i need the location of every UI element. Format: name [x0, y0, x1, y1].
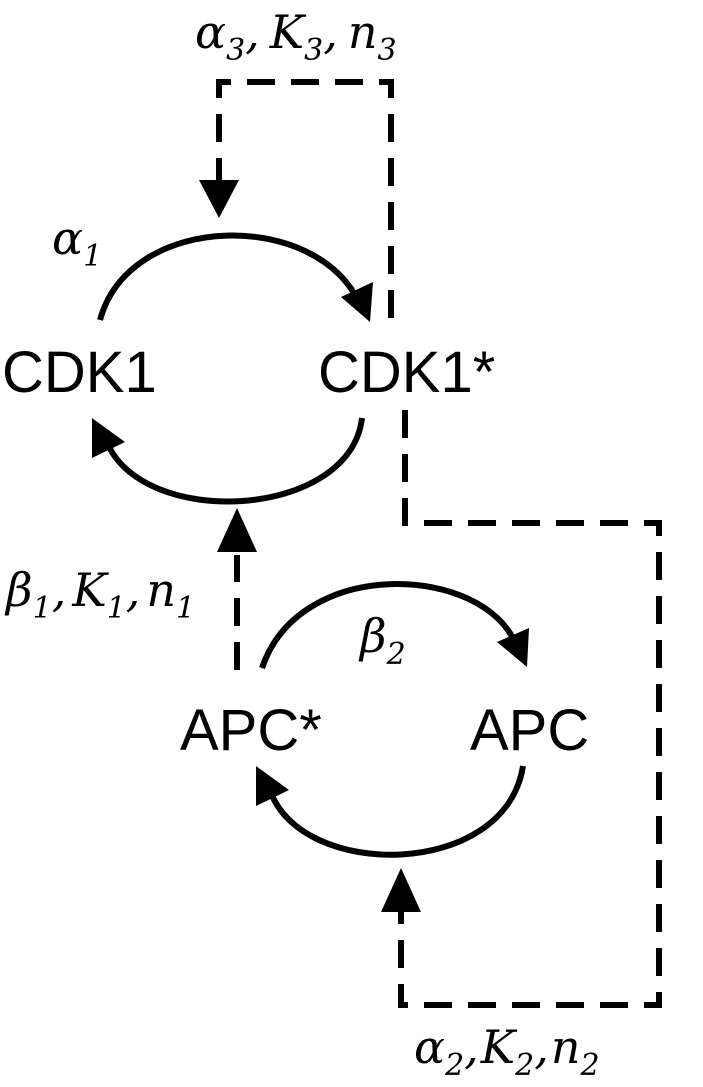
cdk1-inactivation-arrowhead	[92, 418, 125, 458]
param-n2-symbol: n	[551, 1020, 581, 1074]
param-alpha1-subscript: 1	[83, 239, 102, 274]
apc-activation-arc	[267, 765, 526, 858]
param-beta2-subscript: 2	[386, 637, 406, 672]
param-n2-subscript: 2	[580, 1048, 600, 1083]
param-beta1-group-label: β1,K1,n1	[4, 563, 195, 626]
alpha2-regulation-dashed-line	[398, 410, 662, 1008]
param-n3-subscript: 3	[378, 33, 397, 68]
apc-activation-arrowhead	[256, 766, 289, 806]
node-cdk1-label: CDK1	[2, 340, 157, 405]
param-beta1-symbol: β	[4, 563, 33, 617]
param-k2-symbol: K	[480, 1020, 518, 1074]
param-k3-subscript: 3	[304, 33, 323, 68]
node-cdk1-active-label: CDK1*	[318, 340, 495, 405]
apc-inactivation-arrowhead	[497, 628, 529, 667]
param-separator: ,	[464, 1020, 479, 1074]
param-alpha3-group-label: α3,K3,n3	[195, 5, 397, 68]
param-separator: ,	[52, 563, 67, 617]
param-k2-subscript: 2	[514, 1048, 534, 1083]
param-separator: ,	[245, 5, 260, 59]
param-n1-symbol: n	[146, 563, 176, 617]
param-beta2-label: β2	[358, 609, 406, 672]
param-alpha2-group-label: α2,K2,n2	[414, 1020, 600, 1083]
param-k1-symbol: K	[71, 563, 109, 617]
param-beta1-subscript: 1	[33, 591, 52, 626]
cdk1-activation-arc	[97, 232, 363, 321]
node-apc-active-label: APC*	[180, 698, 322, 763]
param-n3-symbol: n	[348, 5, 378, 59]
cdk1-inactivation-arc	[103, 417, 365, 505]
param-alpha2-subscript: 2	[444, 1048, 464, 1083]
param-separator: ,	[126, 563, 141, 617]
alpha2-regulation-arrowhead	[381, 868, 421, 912]
param-alpha1-label: α1	[52, 211, 102, 274]
beta1-regulation-arrowhead	[217, 508, 257, 552]
param-n1-subscript: 1	[176, 591, 195, 626]
cdk1-activation-arrowhead	[341, 282, 373, 322]
node-apc-label: APC	[470, 698, 589, 763]
alpha3-feedback-dashed-line	[216, 79, 394, 318]
param-separator: ,	[534, 1020, 549, 1074]
param-alpha3-symbol: α	[195, 5, 226, 59]
param-beta2-symbol: β	[358, 609, 387, 663]
param-k3-symbol: K	[269, 5, 307, 59]
param-k1-subscript: 1	[107, 591, 126, 626]
param-alpha3-subscript: 3	[226, 33, 245, 68]
param-alpha2-symbol: α	[414, 1020, 445, 1074]
alpha3-feedback-arrowhead	[199, 180, 239, 218]
param-separator: ,	[323, 5, 338, 59]
apc-inactivation-arc	[259, 581, 519, 669]
param-alpha1-symbol: α	[52, 211, 83, 265]
